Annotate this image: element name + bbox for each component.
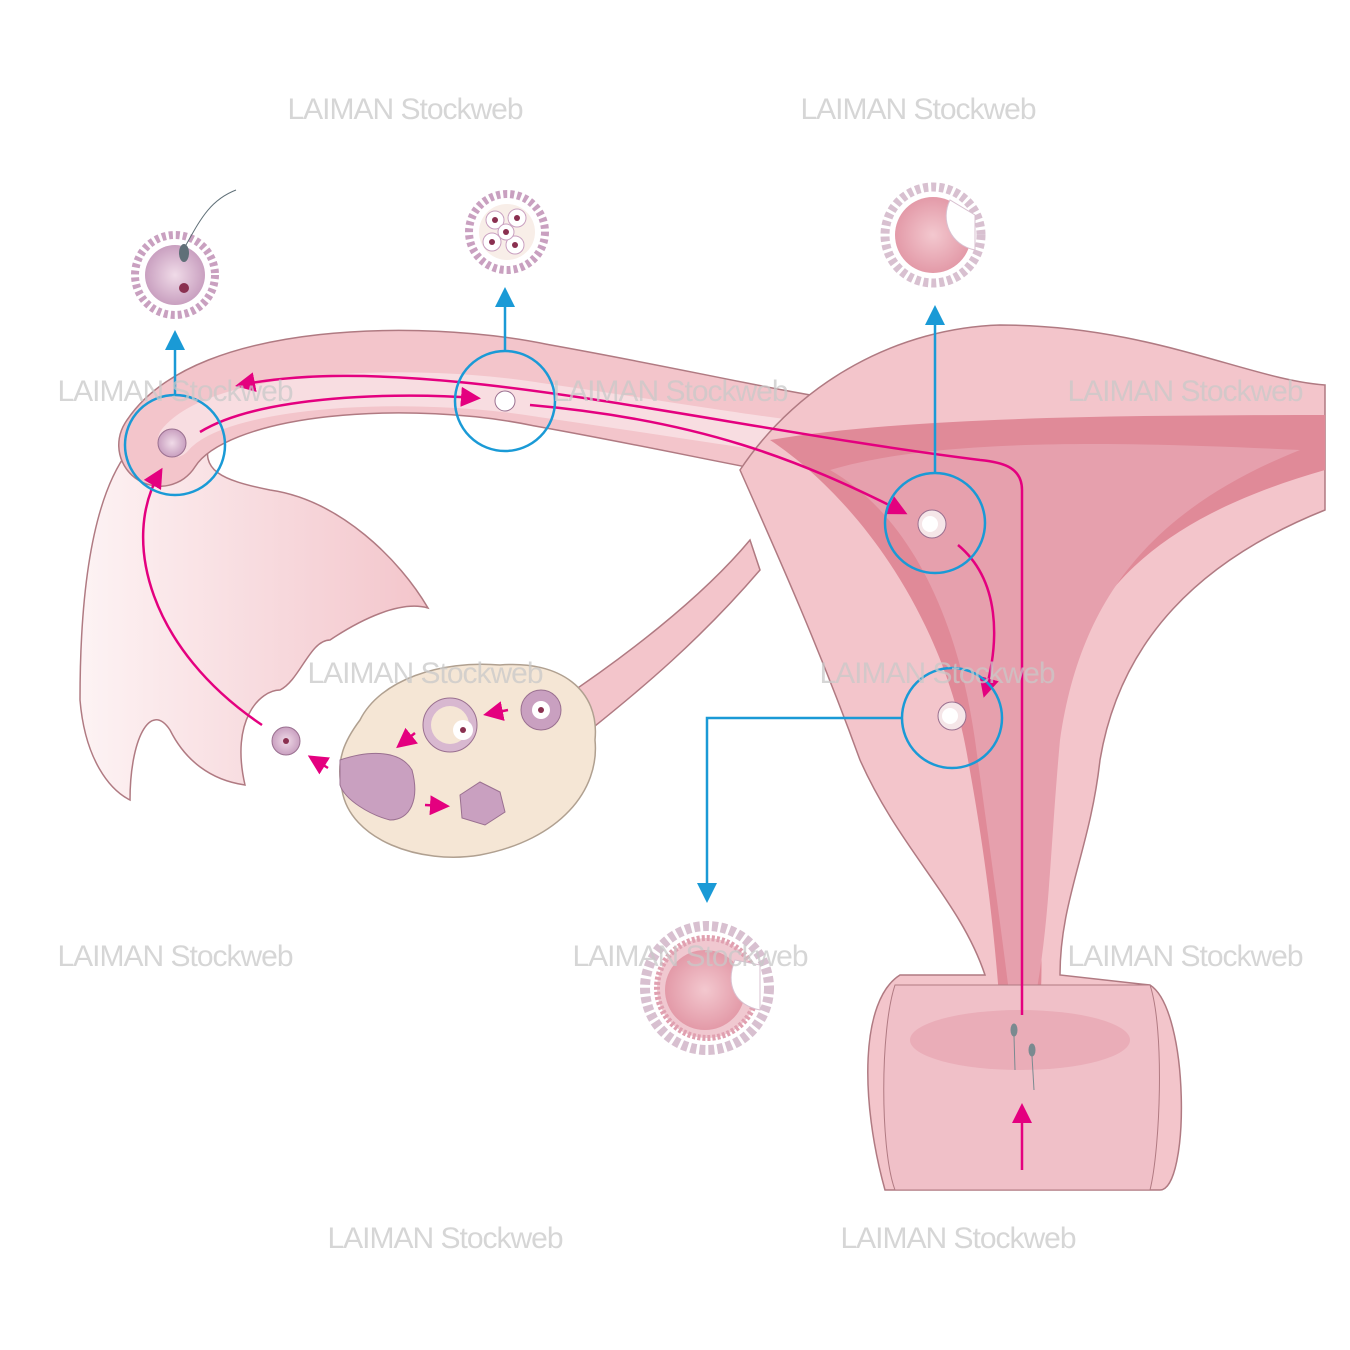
- fertilized-egg: [157, 428, 187, 458]
- inset-fertilization: [131, 189, 237, 319]
- inset-implantation: [640, 921, 774, 1055]
- inset-morula: [465, 190, 549, 274]
- ovarian-ligament: [558, 538, 761, 732]
- follicle-stages: [271, 689, 562, 826]
- inset-blastocyst: [880, 182, 986, 288]
- morula: [494, 390, 516, 412]
- callout-circles: [123, 287, 1004, 903]
- sperm-icon: [1010, 1023, 1036, 1091]
- fimbriae: [79, 429, 430, 802]
